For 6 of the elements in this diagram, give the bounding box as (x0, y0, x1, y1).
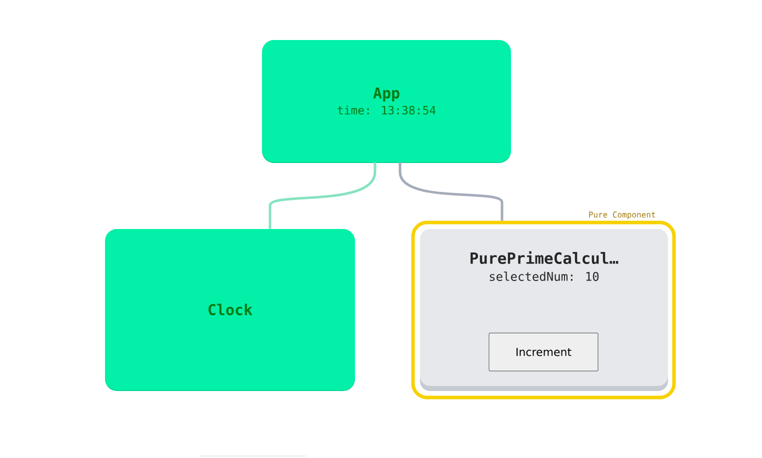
component-box: App time: 13:38:54 (262, 40, 511, 163)
component-box: Clock (105, 229, 355, 391)
connector-line (268, 162, 376, 229)
node-label: Pure Component (589, 212, 656, 220)
connector-line (398, 162, 504, 221)
increment-button: Increment (488, 332, 598, 372)
